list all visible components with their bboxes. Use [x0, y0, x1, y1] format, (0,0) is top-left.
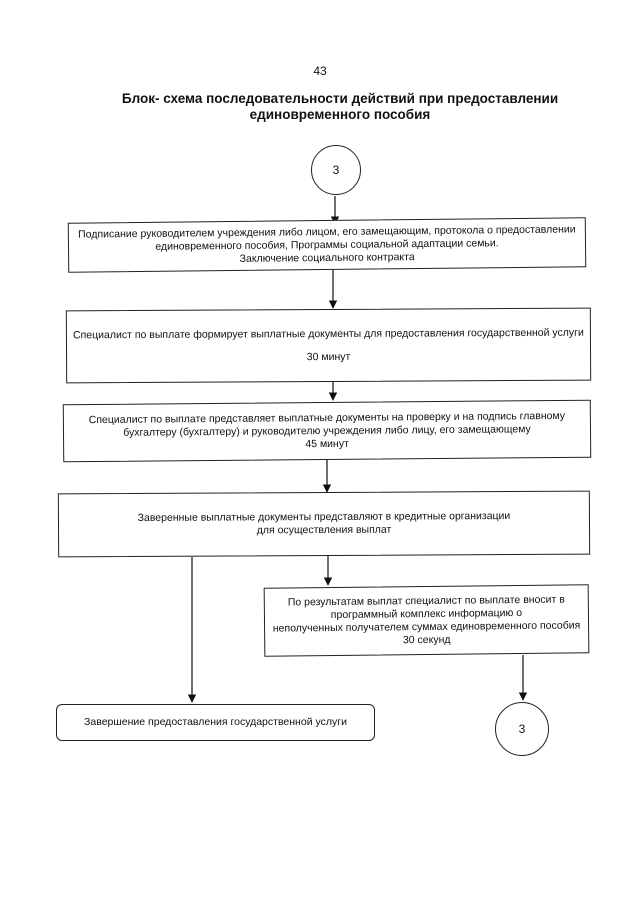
title-line-2: единовременного пособия [249, 107, 431, 122]
page-number: 43 [313, 64, 327, 78]
connector-bottom-label: 3 [518, 722, 526, 736]
step1-line3: Заключение социального контракта [239, 250, 415, 265]
title-line-1: Блок- схема последовательности действий … [121, 91, 559, 106]
step2-time: 30 минут [306, 350, 351, 363]
connector-circle-top: 3 [311, 145, 361, 195]
step5-box: По результатам выплат специалист по выпл… [263, 584, 590, 657]
step4-line1: Заверенные выплатные документы представл… [137, 510, 511, 524]
step4-box: Заверенные выплатные документы представл… [57, 490, 591, 558]
step3-time: 45 минут [305, 437, 349, 450]
final-step-label: Завершение предоставления государственно… [84, 716, 347, 728]
diagram-title: Блок- схема последовательности действий … [60, 91, 620, 123]
step5-time: 30 секунд [402, 633, 451, 646]
step4-line2: для осуществления выплат [256, 523, 392, 537]
step2-line1: Специалист по выплате формирует выплатны… [72, 326, 584, 341]
final-step-box: Завершение предоставления государственно… [56, 704, 375, 741]
connector-circle-bottom: 3 [495, 702, 549, 756]
step2-box: Специалист по выплате формирует выплатны… [65, 307, 592, 384]
step3-box: Специалист по выплате представляет выпла… [62, 399, 592, 463]
connector-top-label: 3 [332, 163, 340, 177]
step1-box: Подписание руководителем учреждения либо… [67, 217, 587, 273]
